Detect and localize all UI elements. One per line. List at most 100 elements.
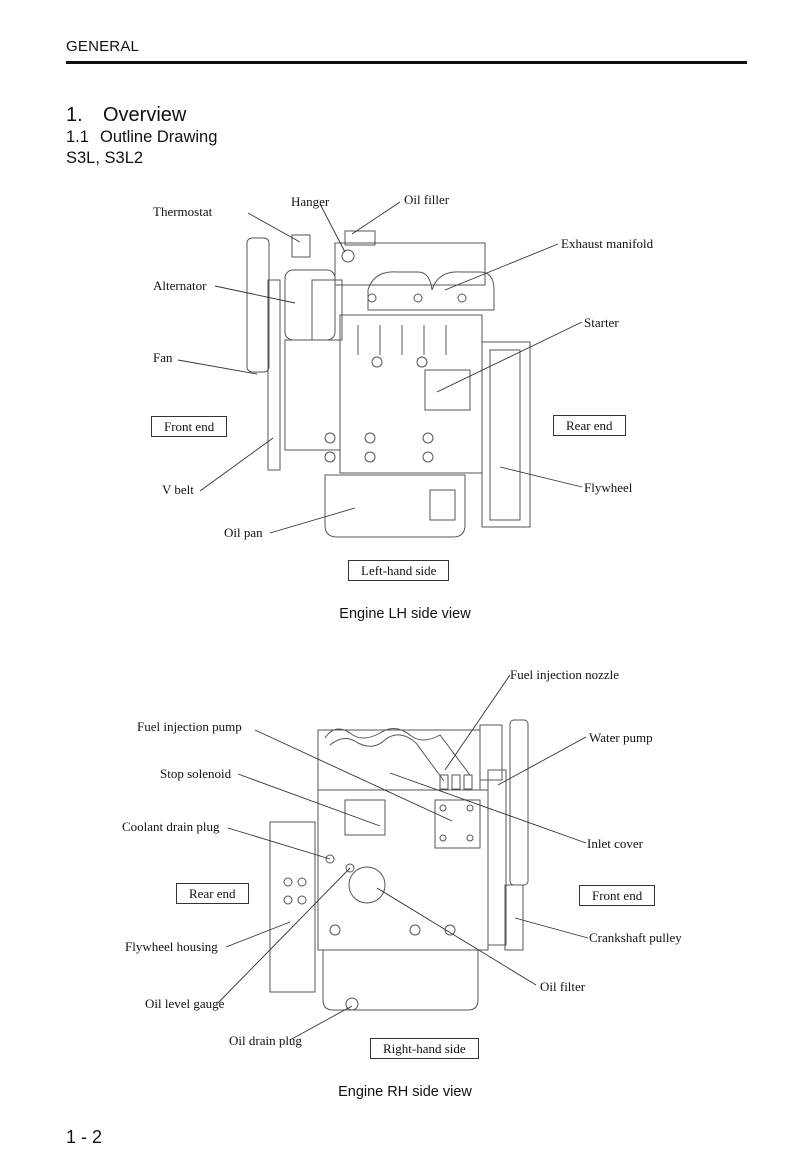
figure-engine-rh: Fuel injection nozzle Fuel injection pum… bbox=[0, 650, 800, 1100]
figure-caption-lh: Engine LH side view bbox=[339, 606, 471, 622]
leader-inlet-cover bbox=[389, 772, 587, 844]
page-number: 1 - 2 bbox=[66, 1127, 103, 1147]
section-title: Overview bbox=[103, 104, 187, 126]
cylinder-block-shape bbox=[317, 789, 489, 951]
oil-pan-detail bbox=[429, 489, 456, 521]
subsection-number: 1.1 bbox=[66, 128, 89, 146]
leader-alternator bbox=[214, 285, 296, 304]
callout-oil-filter: Oil filter bbox=[540, 979, 586, 994]
callout-water-pump: Water pump bbox=[589, 730, 653, 745]
oil-drain-plug-shape bbox=[345, 997, 359, 1011]
bolt bbox=[416, 356, 428, 368]
stop-solenoid-shape bbox=[344, 799, 386, 836]
bolt bbox=[409, 924, 421, 936]
callout-exhaust-manifold: Exhaust manifold bbox=[561, 236, 654, 251]
bolt bbox=[364, 432, 376, 444]
oil-level-gauge-shape bbox=[345, 863, 355, 873]
boxed-label-front-end: Front end bbox=[151, 416, 228, 437]
callout-starter: Starter bbox=[584, 315, 619, 330]
callout-fuel-injection-nozzle: Fuel injection nozzle bbox=[510, 667, 620, 682]
leader-flywheel bbox=[499, 466, 583, 488]
exhaust-manifold-shape bbox=[367, 271, 495, 311]
bolt bbox=[367, 293, 377, 303]
leader-hanger bbox=[319, 203, 346, 253]
bolt bbox=[283, 895, 293, 905]
injection-pipe bbox=[329, 734, 445, 782]
fan-shape bbox=[509, 719, 529, 886]
callout-oil-pan: Oil pan bbox=[224, 525, 263, 540]
boxed-label-rear-end: Rear end bbox=[176, 883, 249, 904]
cylinder-block-shape bbox=[339, 314, 483, 474]
callout-alternator: Alternator bbox=[153, 278, 207, 293]
front-cover bbox=[487, 769, 507, 946]
rocker-cover-shape bbox=[334, 242, 486, 286]
callout-flywheel: Flywheel bbox=[584, 480, 633, 495]
bolt bbox=[371, 356, 383, 368]
header-rule bbox=[66, 61, 747, 64]
boxed-label-left-hand-side: Left-hand side bbox=[348, 560, 450, 581]
starter-shape bbox=[424, 369, 471, 411]
bolt bbox=[364, 451, 376, 463]
callout-oil-level-gauge: Oil level gauge bbox=[145, 996, 225, 1011]
thermostat-shape bbox=[291, 234, 311, 258]
injection-nozzle bbox=[451, 774, 461, 790]
oil-filler-shape bbox=[344, 230, 376, 246]
callout-flywheel-housing: Flywheel housing bbox=[125, 939, 218, 954]
flywheel-shape bbox=[489, 349, 521, 521]
timing-case bbox=[284, 339, 341, 451]
bolt bbox=[297, 877, 307, 887]
alternator-body bbox=[311, 279, 343, 341]
model-list: S3L, S3L2 bbox=[66, 149, 144, 167]
leader-stop-solenoid bbox=[237, 773, 381, 827]
oil-pan-shape bbox=[322, 949, 479, 1011]
leader-water-pump bbox=[497, 736, 587, 786]
bolt bbox=[466, 804, 474, 812]
bolt bbox=[422, 432, 434, 444]
figure-caption-rh: Engine RH side view bbox=[338, 1084, 472, 1100]
callout-thermostat: Thermostat bbox=[153, 204, 213, 219]
leader-starter bbox=[436, 321, 583, 393]
callout-inlet-cover: Inlet cover bbox=[587, 836, 643, 851]
bolt bbox=[457, 293, 467, 303]
oil-pan-shape bbox=[324, 474, 466, 538]
injection-nozzle bbox=[463, 774, 473, 790]
leader-fan bbox=[177, 359, 258, 375]
leader-coolant-drain-plug bbox=[227, 827, 331, 860]
crankshaft-pulley-shape bbox=[504, 884, 524, 951]
v-belt-shape bbox=[267, 279, 281, 471]
bolt bbox=[439, 834, 447, 842]
flywheel-housing-shape bbox=[269, 821, 316, 993]
leader-oil-pan bbox=[269, 507, 356, 534]
leader-crankshaft-pulley bbox=[514, 917, 589, 939]
subsection-title: Outline Drawing bbox=[100, 128, 218, 146]
leader-fuel-injection-nozzle bbox=[444, 674, 511, 771]
section-heading: 1. Overview bbox=[66, 104, 186, 127]
leader-exhaust-manifold bbox=[444, 243, 559, 291]
leader-flywheel-housing bbox=[225, 921, 291, 948]
callout-v-belt: V belt bbox=[162, 482, 194, 497]
leader-fuel-injection-pump bbox=[254, 729, 453, 822]
callout-crankshaft-pulley: Crankshaft pulley bbox=[589, 930, 682, 945]
bolt bbox=[439, 804, 447, 812]
bolt bbox=[466, 834, 474, 842]
hanger-shape bbox=[341, 249, 355, 263]
leader-oil-drain-plug bbox=[289, 1005, 353, 1041]
fuel-injection-pump-shape bbox=[434, 799, 481, 849]
bolt bbox=[283, 877, 293, 887]
leader-oil-level-gauge bbox=[217, 867, 351, 1004]
bolt bbox=[422, 451, 434, 463]
section-number: 1. bbox=[66, 104, 83, 126]
fan-shape bbox=[246, 237, 270, 373]
leader-v-belt bbox=[199, 437, 274, 492]
figure-engine-lh: Thermostat Hanger Oil filler Exhaust man… bbox=[0, 180, 800, 622]
flywheel-housing-shape bbox=[481, 341, 531, 528]
callout-oil-filler: Oil filler bbox=[404, 192, 450, 207]
leader-lines bbox=[217, 674, 589, 1041]
boxed-label-rear-end: Rear end bbox=[553, 415, 626, 436]
bolt bbox=[324, 432, 336, 444]
bolt bbox=[413, 293, 423, 303]
leader-oil-filler bbox=[351, 201, 401, 235]
callout-stop-solenoid: Stop solenoid bbox=[160, 766, 232, 781]
callout-fuel-injection-pump: Fuel injection pump bbox=[137, 719, 242, 734]
callout-hanger: Hanger bbox=[291, 194, 330, 209]
